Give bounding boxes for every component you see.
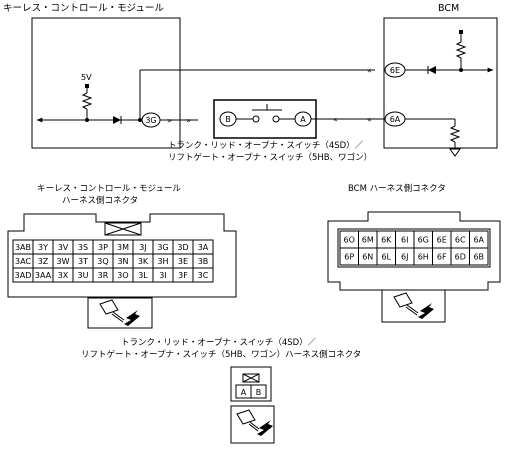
- pin-label: 6P: [344, 253, 354, 262]
- ground-icon: [449, 148, 461, 157]
- pin-label: 3T: [78, 257, 88, 266]
- power-5v: 5V: [81, 73, 93, 120]
- pin-label: 3K: [138, 257, 149, 266]
- pin-label: 6L: [381, 253, 391, 262]
- switch-connector: A B: [230, 366, 272, 402]
- pin-label: 3I: [159, 271, 166, 280]
- pin-label: 3S: [78, 243, 88, 252]
- pin-label: 6D: [455, 253, 466, 262]
- switch-harness-title-1: トランク・リッド・オープナ・スイッチ（4SD）／: [121, 337, 317, 348]
- pin-label: 6J: [401, 253, 408, 262]
- pin-label: 3AB: [15, 243, 31, 252]
- pin-label: 3M: [117, 243, 129, 252]
- keyless-pin-grid: 3AB 3Y 3V 3S 3P 3M 3J 3G 3D 3A 3AC 3Z 3W 3T 3Q 3N 3K 3H 3E…: [12, 239, 214, 283]
- keyless-harness-title-1: キーレス・コントロール・モジュール: [37, 184, 181, 194]
- bcm-connector: 6O 6M 6K 6I 6G 6E 6C 6A 6P 6N 6L 6J 6H 6F 6D 6B: [327, 211, 501, 291]
- pin-label: 6E: [437, 236, 447, 245]
- bcm-pulldown-resistor: [449, 125, 461, 143]
- pin-cell: [469, 247, 489, 266]
- probe-icon: [393, 292, 434, 319]
- pin-label: 3Y: [38, 243, 48, 252]
- pin-label: 3W: [57, 257, 70, 266]
- pin-label: 6C: [455, 236, 466, 245]
- bcm-pullup-resistor: [455, 41, 467, 59]
- svg-text:6A: 6A: [390, 115, 401, 124]
- probe-icon: [99, 299, 140, 326]
- switch-probe-box: [230, 405, 275, 444]
- pin-label: 6M: [362, 236, 374, 245]
- switch-caption-line1: トランク・リッド・オープナ・スイッチ（4SD）／: [168, 140, 364, 151]
- bcm-box: [383, 17, 498, 149]
- pin-label: 3H: [157, 257, 168, 266]
- keyless-harness-title-2: ハーネス側コネクタ: [62, 195, 138, 206]
- pin-label: 3D: [177, 243, 188, 252]
- pin-label: 3R: [98, 271, 109, 280]
- pin-label: 3J: [139, 243, 146, 252]
- diode-icon: [113, 116, 121, 124]
- pin-label: 3V: [58, 243, 69, 252]
- pin-label: 3Q: [97, 257, 108, 266]
- latch: [242, 373, 260, 383]
- pin-label: 3O: [117, 271, 128, 280]
- pin-label: 3P: [98, 243, 108, 252]
- keyless-connector: 3AB 3Y 3V 3S 3P 3M 3J 3G 3D 3A 3AC 3Z 3W 3T 3Q 3N 3K 3H 3E…: [7, 213, 237, 298]
- connector-chevron: »: [186, 116, 191, 125]
- diode-icon: [428, 66, 436, 74]
- pin-label: 3Z: [38, 257, 49, 266]
- keyless-probe-box: [87, 297, 153, 329]
- svg-text:6E: 6E: [390, 66, 400, 75]
- bcm-harness-title: BCM ハーネス側コネクタ: [348, 183, 446, 194]
- bcm-title: BCM: [438, 3, 459, 14]
- svg-text:B: B: [225, 115, 231, 124]
- pin-label: 3N: [117, 257, 128, 266]
- bcm-pin-grid: 6O 6M 6K 6I 6G 6E 6C 6A 6P 6N 6L 6J 6H 6F 6D 6B: [339, 230, 489, 266]
- pin-label: 6N: [362, 253, 373, 262]
- switch-harness-title-2: リフトゲート・オープナ・スイッチ（5HB、ワゴン）ハーネス側コネクタ: [81, 349, 361, 360]
- pin-label: 3A: [198, 243, 209, 252]
- pin-label: 3AD: [15, 271, 32, 280]
- pin-label: 3G: [157, 243, 168, 252]
- switch-caption-line2: リフトゲート・オープナ・スイッチ（5HB、ワゴン）: [168, 152, 372, 163]
- pin-label: 6F: [437, 253, 447, 262]
- pin-label: 3E: [178, 257, 188, 266]
- pin-label: 6K: [381, 236, 392, 245]
- connector-chevron: »: [167, 116, 172, 125]
- pin-label: 3AC: [15, 257, 31, 266]
- pin-label: 3L: [138, 271, 148, 280]
- pullup-resistor: [81, 92, 93, 110]
- latch: [104, 222, 142, 236]
- voltage-label: 5V: [81, 73, 92, 82]
- keyless-module-box: [31, 17, 181, 149]
- svg-text:3G: 3G: [145, 116, 156, 125]
- connector-chevron: «: [367, 66, 372, 75]
- pin-label: 6B: [473, 253, 484, 262]
- pin-label: 3C: [198, 271, 209, 280]
- pin-label: 6A: [473, 236, 484, 245]
- switch-pin-a: A: [241, 388, 247, 397]
- pin-label: 3AA: [35, 271, 52, 280]
- pin-label: 3X: [58, 271, 69, 280]
- svg-text:A: A: [300, 115, 306, 124]
- pin-label: 6I: [401, 236, 408, 245]
- pin-label: 6O: [344, 236, 355, 245]
- pin-cell: [192, 267, 214, 283]
- pin-label: 6H: [418, 253, 429, 262]
- keyless-module-title: キーレス・コントロール・モジュール: [3, 3, 164, 14]
- pin-label: 6G: [418, 236, 429, 245]
- connector-chevron: «: [367, 115, 372, 124]
- pin-label: 3B: [198, 257, 209, 266]
- pin-label: 3F: [178, 271, 188, 280]
- switch-pin-b: B: [256, 388, 262, 397]
- bcm-probe-box: [381, 289, 446, 323]
- pin-label: 3U: [78, 271, 89, 280]
- probe-icon: [236, 409, 273, 436]
- connector-chevron: «: [333, 115, 338, 124]
